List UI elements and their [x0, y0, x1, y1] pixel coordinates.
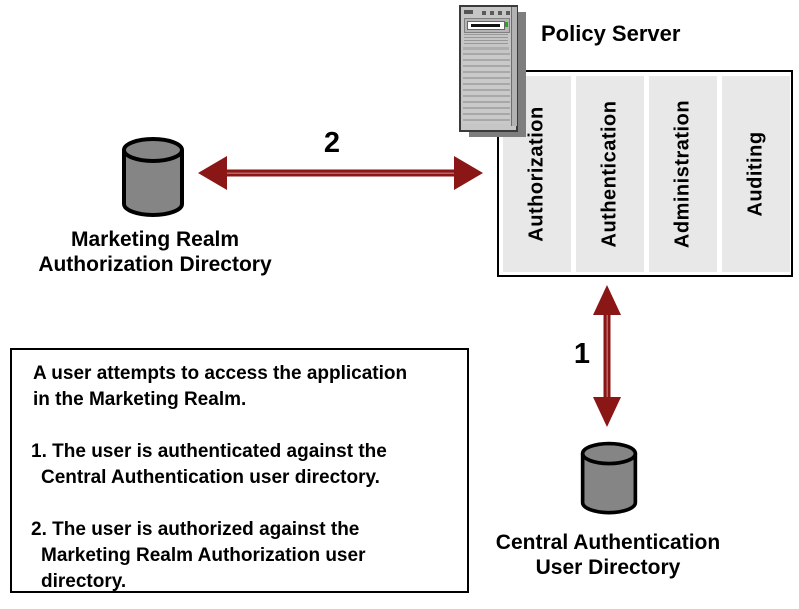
policy-component-auditing: Auditing — [722, 76, 790, 272]
central-directory-label-line2: User Directory — [535, 556, 681, 579]
note-box: A user attempts to access the applicatio… — [10, 348, 469, 593]
server-badge — [464, 10, 473, 14]
note-item-2: 2. The user is authorized against the Ma… — [31, 517, 461, 595]
note-item-1: 1. The user is authenticated against the… — [31, 439, 461, 491]
server-button-icon — [482, 11, 486, 15]
note-item-1-line1: 1. The user is authenticated against the — [31, 441, 387, 462]
note-item-2-line1: 2. The user is authorized against the — [31, 519, 360, 540]
server-button-icon — [498, 11, 502, 15]
marketing-directory-cylinder-icon — [122, 137, 184, 217]
policy-component-authentication: Authentication — [576, 76, 644, 272]
server-vents-bottom — [463, 53, 510, 124]
server-button-icon — [506, 11, 510, 15]
policy-component-authentication-label: Authentication — [598, 100, 621, 248]
server-tower-icon — [459, 5, 518, 132]
arrow-1-double-arrow-icon — [593, 285, 621, 427]
note-item-2-line3: directory. — [41, 571, 127, 592]
policy-server-box: Authorization Authentication Administrat… — [497, 70, 793, 277]
server-drive-slot — [471, 24, 500, 27]
policy-server-title: Policy Server — [541, 21, 681, 46]
note-item-1-number: 1. — [31, 441, 47, 462]
policy-component-administration: Administration — [649, 76, 717, 272]
note-item-2-line2: Marketing Realm Authorization user — [41, 545, 366, 566]
server-vents-top — [464, 34, 508, 45]
server-divider — [463, 47, 509, 50]
note-intro-line2: in the Marketing Realm. — [33, 389, 247, 410]
marketing-directory-label: Marketing Realm Authorization Directory — [35, 227, 275, 277]
server-drive-bay — [464, 18, 510, 33]
note-item-2-number: 2. — [31, 519, 47, 540]
policy-component-auditing-label: Auditing — [744, 131, 767, 217]
arrow-2-label: 2 — [323, 127, 341, 159]
server-led-icon — [505, 22, 508, 27]
note-intro: A user attempts to access the applicatio… — [31, 361, 461, 413]
arrow-2-double-arrow-icon — [198, 156, 483, 190]
central-directory-label-line1: Central Authentication — [495, 531, 721, 554]
note-item-1-line2: Central Authentication user directory. — [41, 467, 380, 488]
server-button-icon — [490, 11, 494, 15]
note-intro-line1: A user attempts to access the applicatio… — [33, 363, 408, 384]
central-directory-label: Central Authentication User Directory — [488, 530, 728, 580]
marketing-directory-label-line1: Marketing Realm — [70, 228, 240, 251]
arrow-1-label: 1 — [573, 338, 590, 370]
marketing-directory-label-line2: Authorization Directory — [38, 253, 272, 276]
policy-component-authorization-label: Authorization — [525, 106, 548, 242]
server-drive-media — [467, 21, 505, 30]
central-directory-cylinder-icon — [580, 441, 638, 515]
policy-component-administration-label: Administration — [671, 99, 694, 249]
server-side-panel — [511, 7, 517, 126]
